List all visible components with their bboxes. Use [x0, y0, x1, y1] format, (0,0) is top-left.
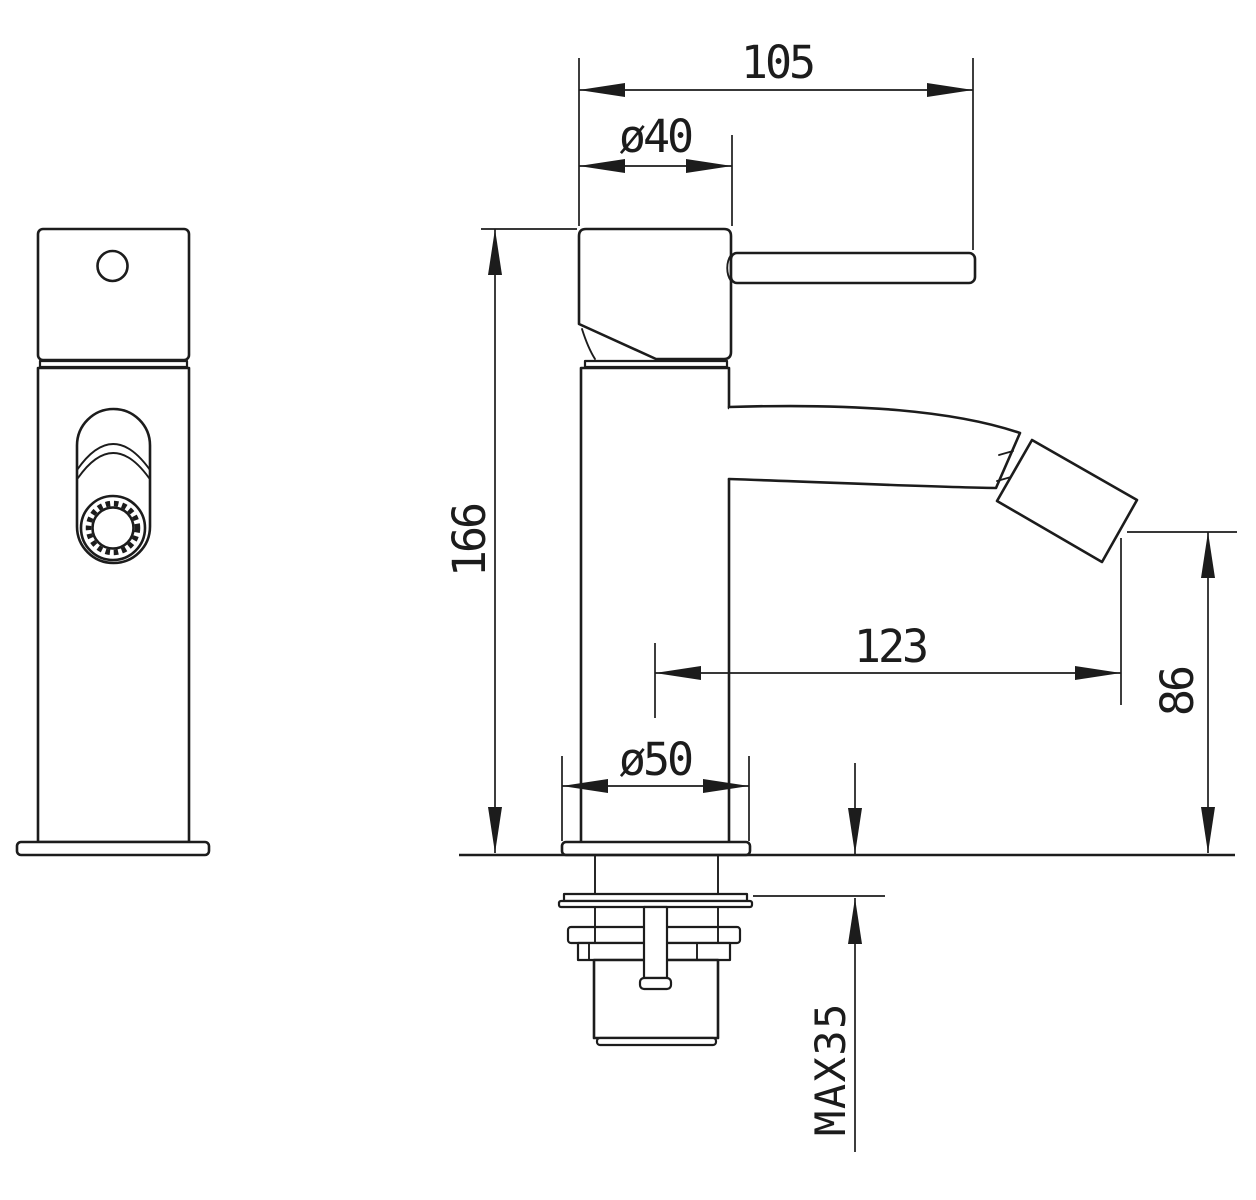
arrowhead-right — [686, 159, 732, 173]
dim-166-label: 166 — [443, 504, 496, 577]
arrowhead-left — [579, 159, 625, 173]
front-view — [15, 227, 211, 857]
dim-max35: MAX35 — [753, 763, 885, 1152]
dim-105-label: 105 — [741, 36, 813, 89]
arrowhead-right — [703, 779, 749, 793]
dim-d40-label: ø40 — [619, 110, 692, 163]
dim-86-label: 86 — [1151, 667, 1204, 716]
front-lever-end-circle — [96, 249, 129, 283]
arrowhead-up — [1201, 532, 1215, 578]
arrowhead-left — [655, 666, 701, 680]
dim-d50-label: ø50 — [619, 733, 692, 786]
side-body-column — [579, 366, 731, 844]
side-spout-joint-ticks — [996, 450, 1014, 482]
mounting-hardware — [557, 854, 754, 1047]
front-neck-ring — [38, 359, 189, 369]
front-spout-joint-arc-2 — [77, 452, 150, 479]
side-lever-root-arc — [726, 254, 732, 282]
arrowhead-down — [488, 807, 502, 853]
front-spout-joint-arc-1 — [76, 443, 151, 471]
dim-105: 105 — [578, 36, 974, 250]
dim-d50: ø50 — [561, 733, 750, 841]
side-neck-ring — [583, 359, 729, 369]
popup-rod-cap — [638, 976, 673, 991]
arrowhead-down — [848, 808, 862, 854]
popup-rod — [642, 905, 669, 980]
dim-166: 166 — [443, 228, 577, 853]
arrowhead-left — [579, 83, 625, 97]
side-handle-pivot-arc — [581, 328, 596, 360]
front-handle-block — [36, 227, 191, 362]
side-lever-rod — [729, 251, 977, 285]
arrowhead-down — [1201, 807, 1215, 853]
shank-bottom-cap — [595, 1036, 718, 1047]
dim-123-label: 123 — [854, 620, 926, 673]
arrowhead-up — [848, 898, 862, 944]
side-spout-aerator-tip — [995, 438, 1139, 564]
arrowhead-left — [562, 779, 608, 793]
dim-86: 86 — [1127, 531, 1237, 853]
side-spout-tube — [727, 404, 1022, 490]
dim-123: 123 — [654, 538, 1122, 718]
side-base-plate — [560, 840, 752, 857]
dim-d40: ø40 — [579, 110, 733, 226]
arrowhead-up — [488, 229, 502, 275]
arrowhead-right — [927, 83, 973, 97]
dim-max35-label: MAX35 — [806, 1002, 855, 1136]
arrowhead-right — [1075, 666, 1121, 680]
side-view — [459, 227, 1235, 1047]
front-aerator-knurled-ring — [85, 500, 141, 556]
dimension-annotations: 105 ø40 166 123 — [443, 36, 1237, 1152]
front-base-plate — [15, 840, 211, 857]
nut-facet-lines — [588, 942, 698, 961]
side-handle-block — [577, 227, 733, 361]
front-aerator-inner-ring — [91, 506, 135, 550]
